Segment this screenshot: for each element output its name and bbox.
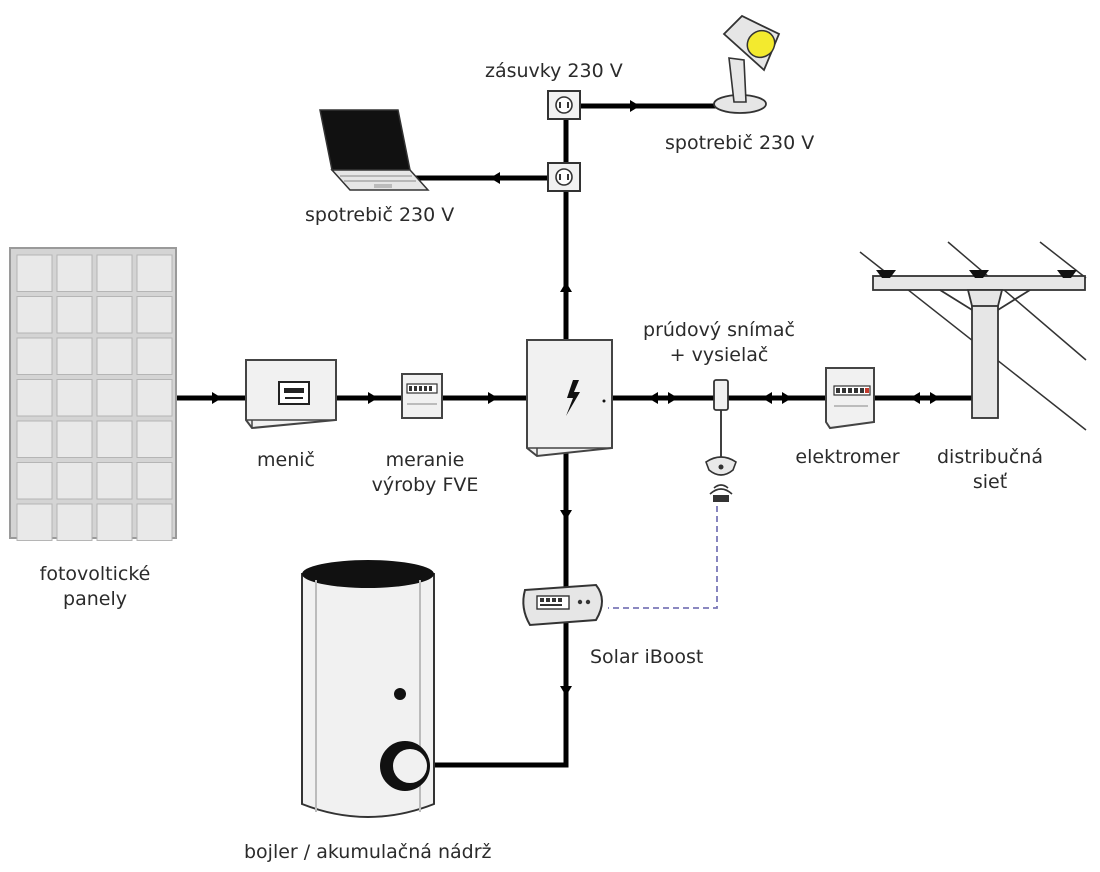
pv-meter-label-line1: meranie bbox=[385, 449, 465, 471]
boiler-label: bojler / akumulačná nádrž bbox=[244, 841, 492, 863]
solar-cell bbox=[96, 503, 133, 541]
meter-icon bbox=[825, 367, 875, 430]
solar-cell bbox=[96, 420, 133, 458]
iboost-label: Solar iBoost bbox=[590, 646, 704, 668]
current-sensor-label: prúdový snímač + vysielač bbox=[624, 318, 814, 368]
water-tank-icon bbox=[301, 560, 435, 818]
arrow-left bbox=[762, 392, 772, 404]
inverter-icon bbox=[245, 359, 337, 430]
pv-panels-label: fotovoltické panely bbox=[15, 562, 175, 612]
laptop-icon bbox=[319, 109, 430, 191]
current-clamp-icon bbox=[713, 379, 729, 411]
arrow-right bbox=[668, 392, 678, 404]
arrow-right bbox=[782, 392, 792, 404]
solar-cell bbox=[96, 462, 133, 500]
solar-cell bbox=[56, 503, 93, 541]
arrow-left bbox=[648, 392, 658, 404]
arrow-down bbox=[560, 510, 572, 520]
socket-icon bbox=[547, 90, 581, 120]
solar-cell bbox=[56, 254, 93, 292]
solar-cell bbox=[56, 462, 93, 500]
solar-cell bbox=[96, 296, 133, 334]
arrow-up bbox=[560, 282, 572, 292]
arrow-down bbox=[560, 686, 572, 696]
inverter-label: menič bbox=[257, 449, 315, 471]
arrow-left bbox=[910, 392, 920, 404]
solar-cell bbox=[96, 337, 133, 375]
current-sensor-label-line1: prúdový snímač bbox=[643, 319, 795, 341]
iboost-controller-icon bbox=[522, 583, 603, 627]
desk-lamp-icon bbox=[713, 14, 781, 114]
solar-cell bbox=[96, 254, 133, 292]
arrow-right bbox=[488, 392, 498, 404]
solar-cell bbox=[136, 296, 173, 334]
thermostat-icon bbox=[394, 688, 406, 700]
electricity-meter-label: elektromer bbox=[795, 446, 900, 468]
solar-cell bbox=[56, 420, 93, 458]
outlets-label: zásuvky 230 V bbox=[485, 60, 623, 82]
solar-cell bbox=[16, 420, 53, 458]
solar-cell bbox=[56, 379, 93, 417]
solar-cell bbox=[16, 503, 53, 541]
solar-cell bbox=[16, 254, 53, 292]
pv-meter-label: meranie výroby FVE bbox=[350, 448, 500, 498]
solar-cell bbox=[136, 420, 173, 458]
grid-label: distribučná sieť bbox=[925, 445, 1055, 495]
lightning-icon bbox=[566, 380, 580, 416]
solar-cell bbox=[16, 379, 53, 417]
arrow-right bbox=[368, 392, 378, 404]
meter-icon bbox=[401, 373, 443, 419]
solar-cell bbox=[136, 254, 173, 292]
solar-cell bbox=[96, 379, 133, 417]
solar-cell bbox=[16, 462, 53, 500]
pv-panels-label-line1: fotovoltické bbox=[39, 563, 151, 585]
socket-icon bbox=[547, 162, 581, 192]
solar-cell bbox=[16, 296, 53, 334]
wireless-link bbox=[608, 506, 718, 609]
solar-panel-icon bbox=[9, 247, 177, 541]
transmitter-icon bbox=[705, 456, 737, 502]
distribution-board-icon bbox=[526, 339, 613, 458]
pv-meter-label-line2: výroby FVE bbox=[371, 474, 479, 496]
solar-cell bbox=[16, 337, 53, 375]
solar-cell bbox=[136, 503, 173, 541]
solar-cell bbox=[56, 337, 93, 375]
flow-arrows bbox=[212, 100, 940, 696]
grid-label-line1: distribučná bbox=[936, 446, 1043, 468]
lamp-appliance-label: spotrebič 230 V bbox=[665, 132, 815, 154]
solar-cell bbox=[136, 462, 173, 500]
current-sensor-label-line2: + vysielač bbox=[669, 344, 769, 366]
solar-cell bbox=[136, 337, 173, 375]
laptop-appliance-label: spotrebič 230 V bbox=[305, 204, 455, 226]
arrow-left bbox=[490, 172, 500, 184]
arrow-right bbox=[630, 100, 640, 112]
pv-panels-label-line2: panely bbox=[63, 588, 127, 610]
arrow-right bbox=[930, 392, 940, 404]
wires bbox=[173, 103, 977, 768]
grid-label-line2: sieť bbox=[972, 471, 1008, 493]
solar-cell bbox=[56, 296, 93, 334]
solar-cell bbox=[136, 379, 173, 417]
power-pole-icon bbox=[859, 241, 1087, 431]
arrow-right bbox=[212, 392, 222, 404]
